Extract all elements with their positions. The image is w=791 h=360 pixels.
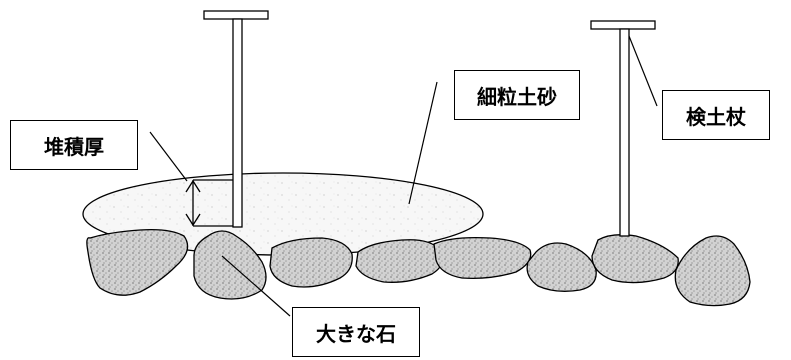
probe-rod-left (203, 10, 269, 228)
stones (86, 228, 751, 307)
label-deposit-thickness: 堆積厚 (10, 120, 138, 170)
thickness-dimension (185, 179, 233, 227)
probe-rod-shaft (619, 28, 630, 237)
leader-line-probe-rod (628, 35, 658, 107)
label-fine-sediment: 細粒土砂 (454, 70, 580, 120)
leader-lines (149, 35, 658, 317)
stone (269, 237, 353, 288)
leader-line-large-stone (221, 255, 291, 317)
stone (86, 228, 189, 296)
label-probe-rod: 検土杖 (662, 90, 770, 140)
stone (591, 234, 679, 284)
leader-line-fine-sediment (408, 81, 438, 205)
label-large-stone: 大きな石 (292, 307, 420, 357)
stone-large (193, 230, 267, 300)
probe-rod-handle (590, 20, 656, 30)
stone (674, 235, 751, 307)
stone (355, 239, 444, 283)
leader-line-deposit-thickness (149, 131, 188, 182)
probe-rod-shaft (232, 18, 243, 228)
probe-rod-handle (203, 10, 269, 20)
stone (526, 242, 597, 292)
stone (433, 236, 532, 280)
probe-rod-right (590, 20, 656, 237)
